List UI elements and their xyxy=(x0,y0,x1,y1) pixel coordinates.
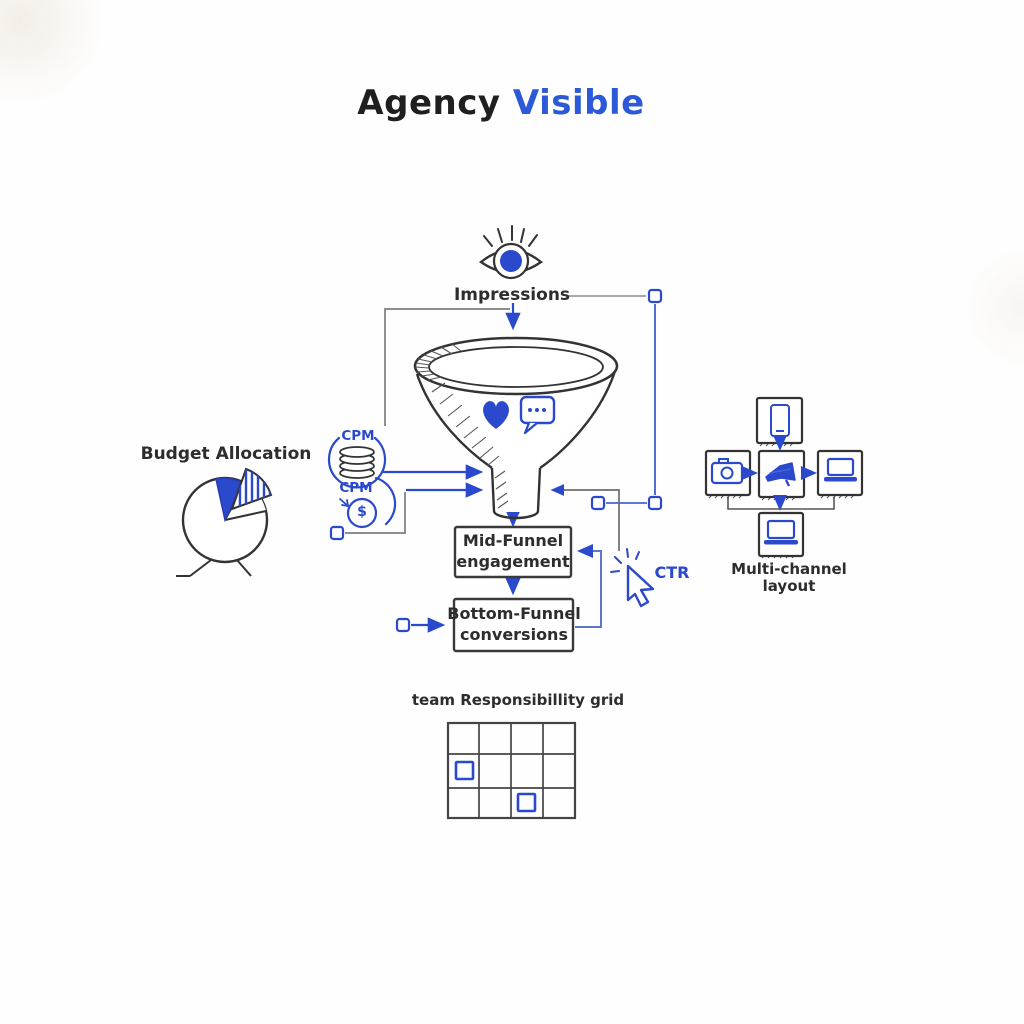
mid-funnel-label: Mid-Funnel engagement xyxy=(456,531,570,571)
eye-icon xyxy=(478,225,544,280)
dollar-coin-icon xyxy=(346,497,378,529)
ctr-label: CTR xyxy=(654,563,690,582)
multi-channel-label: Multi-channel layout xyxy=(731,560,847,595)
cpm-top-label: CPM xyxy=(341,428,375,444)
funnel-hatching xyxy=(414,343,509,509)
coin-stack-icon xyxy=(339,446,375,479)
camera-icon xyxy=(710,458,744,485)
loop-bottom-to-mid xyxy=(575,544,602,628)
laptop-icon xyxy=(764,519,798,545)
funnel xyxy=(413,336,619,520)
drag-handle[interactable] xyxy=(329,525,345,541)
drag-handle[interactable] xyxy=(647,288,663,304)
flow-arrows xyxy=(383,303,521,633)
multi-channel-bracket xyxy=(727,497,835,510)
drag-handle[interactable] xyxy=(590,495,606,511)
drag-handle[interactable] xyxy=(395,617,411,633)
phone-icon xyxy=(770,404,790,437)
channel-card-megaphone xyxy=(757,449,806,499)
bottom-funnel-box xyxy=(452,597,575,653)
drag-handle[interactable] xyxy=(647,495,663,511)
title-black: Agency xyxy=(357,83,501,123)
bottom-funnel-label: Bottom-Funnel conversions xyxy=(447,604,581,644)
cpm-bottom-label: CPM xyxy=(339,480,373,496)
channel-card-laptop-bottom xyxy=(757,511,805,558)
cpm-bottom-badge xyxy=(339,476,397,529)
cursor-click-icon xyxy=(610,548,655,608)
team-grid xyxy=(446,721,577,820)
coin-pointer-arrow xyxy=(339,498,349,507)
connector-impressions-to-cpm xyxy=(384,308,510,426)
chat-bubble-icon xyxy=(519,395,556,435)
selection-frame-lines xyxy=(606,304,656,504)
laptop-icon xyxy=(824,457,857,482)
grid-marker-cell xyxy=(454,760,475,781)
drag-handles xyxy=(329,288,663,633)
connector-ctr-to-funnel xyxy=(550,484,620,551)
team-grid-label: team Responsibillity grid xyxy=(411,691,625,709)
channel-card-camera xyxy=(704,449,752,497)
impressions-label: Impressions xyxy=(453,285,571,305)
multi-channel-group xyxy=(704,396,864,559)
heart-icon xyxy=(483,401,509,429)
connector-handle-to-funnel xyxy=(345,492,406,534)
dollar-sign: $ xyxy=(357,504,367,520)
megaphone-icon xyxy=(765,462,796,487)
page-title: Agency Visible xyxy=(0,83,1002,123)
pie-chart-icon xyxy=(176,467,273,577)
budget-allocation-label: Budget Allocation xyxy=(140,444,312,464)
grid-marker-cell xyxy=(516,792,537,813)
mid-funnel-box xyxy=(453,525,573,579)
channel-card-phone xyxy=(755,396,804,445)
title-blue: Visible xyxy=(512,83,645,123)
multi-channel-arrows xyxy=(742,435,817,511)
channel-card-laptop xyxy=(816,449,864,497)
cpm-top-badge xyxy=(327,436,387,489)
